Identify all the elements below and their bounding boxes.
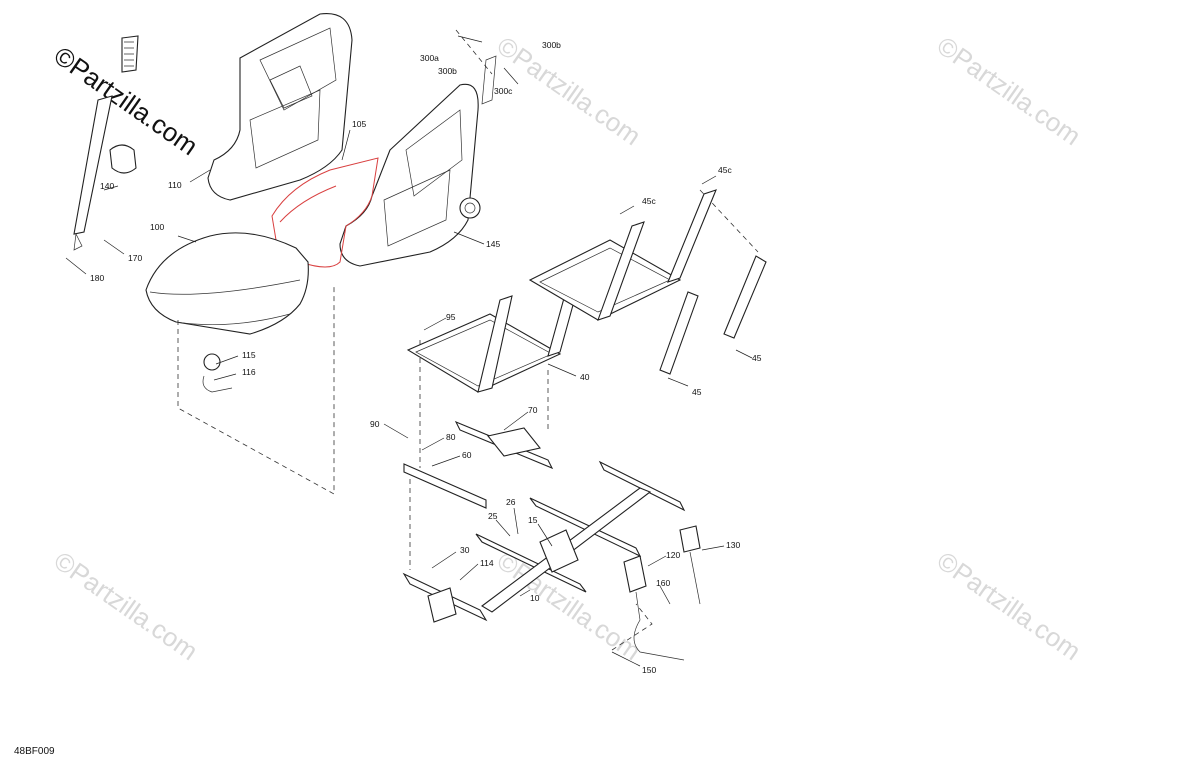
part-label: 300c	[494, 86, 513, 96]
part-label: 25	[488, 511, 498, 521]
part-label: 100	[150, 222, 164, 232]
watermarks: ©Partzilla.com ©Partzilla.com ©Partzilla…	[49, 30, 1087, 666]
upper-frame	[406, 189, 717, 393]
part-label: 60	[462, 450, 472, 460]
part-label: 140	[100, 181, 114, 191]
part-label: 145	[486, 239, 500, 249]
part-label: 105	[352, 119, 366, 129]
buckles	[623, 525, 701, 661]
watermark: ©Partzilla.com	[492, 30, 647, 151]
seat-belt-left	[73, 35, 139, 251]
seat-cushion	[145, 232, 309, 393]
guide-lines	[177, 29, 759, 651]
part-label: 170	[128, 253, 142, 263]
part-label: 80	[446, 432, 456, 442]
part-labels: 140 170 180 110 105 100 115 116 300a 300…	[90, 40, 762, 675]
part-label: 150	[642, 665, 656, 675]
part-label: 160	[656, 578, 670, 588]
part-label: 40	[580, 372, 590, 382]
part-label: 300b	[542, 40, 561, 50]
figure-code: 48BF009	[14, 746, 55, 757]
part-label: 10	[530, 593, 540, 603]
part-label: 300b	[438, 66, 457, 76]
part-label: 45	[752, 353, 762, 363]
part-label: 15	[528, 515, 538, 525]
part-label: 130	[726, 540, 740, 550]
watermark: ©Partzilla.com	[932, 545, 1087, 666]
seat-back-left	[207, 12, 353, 201]
part-label: 110	[168, 180, 182, 190]
part-label: 95	[446, 312, 456, 322]
leader-lines	[65, 35, 753, 667]
seat-rails	[403, 420, 554, 509]
part-label: 116	[242, 367, 256, 377]
watermark: ©Partzilla.com	[932, 30, 1087, 151]
part-label: 45c	[642, 196, 656, 206]
part-label: 45	[692, 387, 702, 397]
part-label: 26	[506, 497, 516, 507]
watermark: ©Partzilla.com	[49, 545, 204, 666]
part-label: 180	[90, 273, 104, 283]
part-label: 114	[480, 558, 494, 568]
part-label: 115	[242, 350, 256, 360]
part-label: 90	[370, 419, 380, 429]
part-label: 70	[528, 405, 538, 415]
side-panels	[659, 255, 767, 375]
part-label: 30	[460, 545, 470, 555]
part-label: 120	[666, 550, 680, 560]
lower-frame	[402, 460, 686, 623]
part-label: 300a	[420, 53, 439, 63]
part-label: 45c	[718, 165, 732, 175]
seat-back-right	[271, 55, 497, 268]
